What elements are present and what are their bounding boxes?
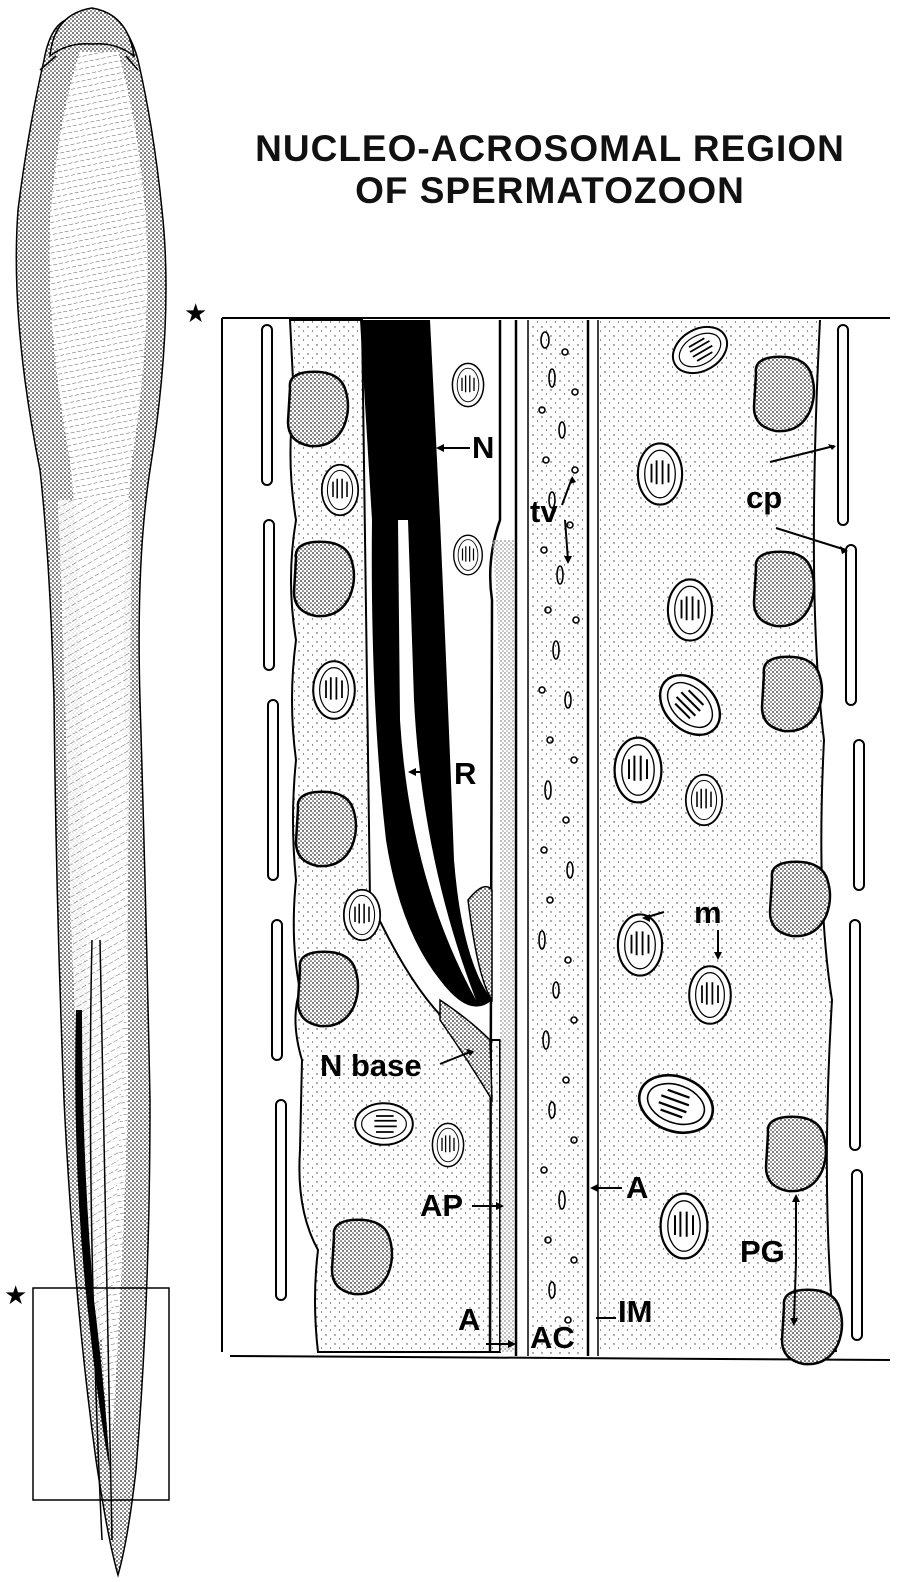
label-n: N (472, 430, 494, 465)
enlarged-region: N tv cp R m N base A AP PG A AC IM (222, 318, 890, 1365)
whole-spermatozoon (16, 8, 169, 1575)
label-n-base: N base (320, 1048, 422, 1083)
star-marker-top: ★ (184, 299, 207, 329)
label-cp: cp (746, 480, 782, 515)
label-tv: tv (530, 494, 558, 529)
label-m: m (694, 895, 722, 930)
label-im: IM (618, 1294, 652, 1329)
label-a-bottom: A (458, 1302, 480, 1337)
label-a-right: A (626, 1170, 648, 1205)
label-ap: AP (420, 1188, 463, 1223)
label-ac: AC (530, 1320, 575, 1355)
label-pg: PG (740, 1234, 785, 1269)
star-marker-bottom: ★ (4, 1281, 27, 1311)
label-r: R (454, 756, 476, 791)
